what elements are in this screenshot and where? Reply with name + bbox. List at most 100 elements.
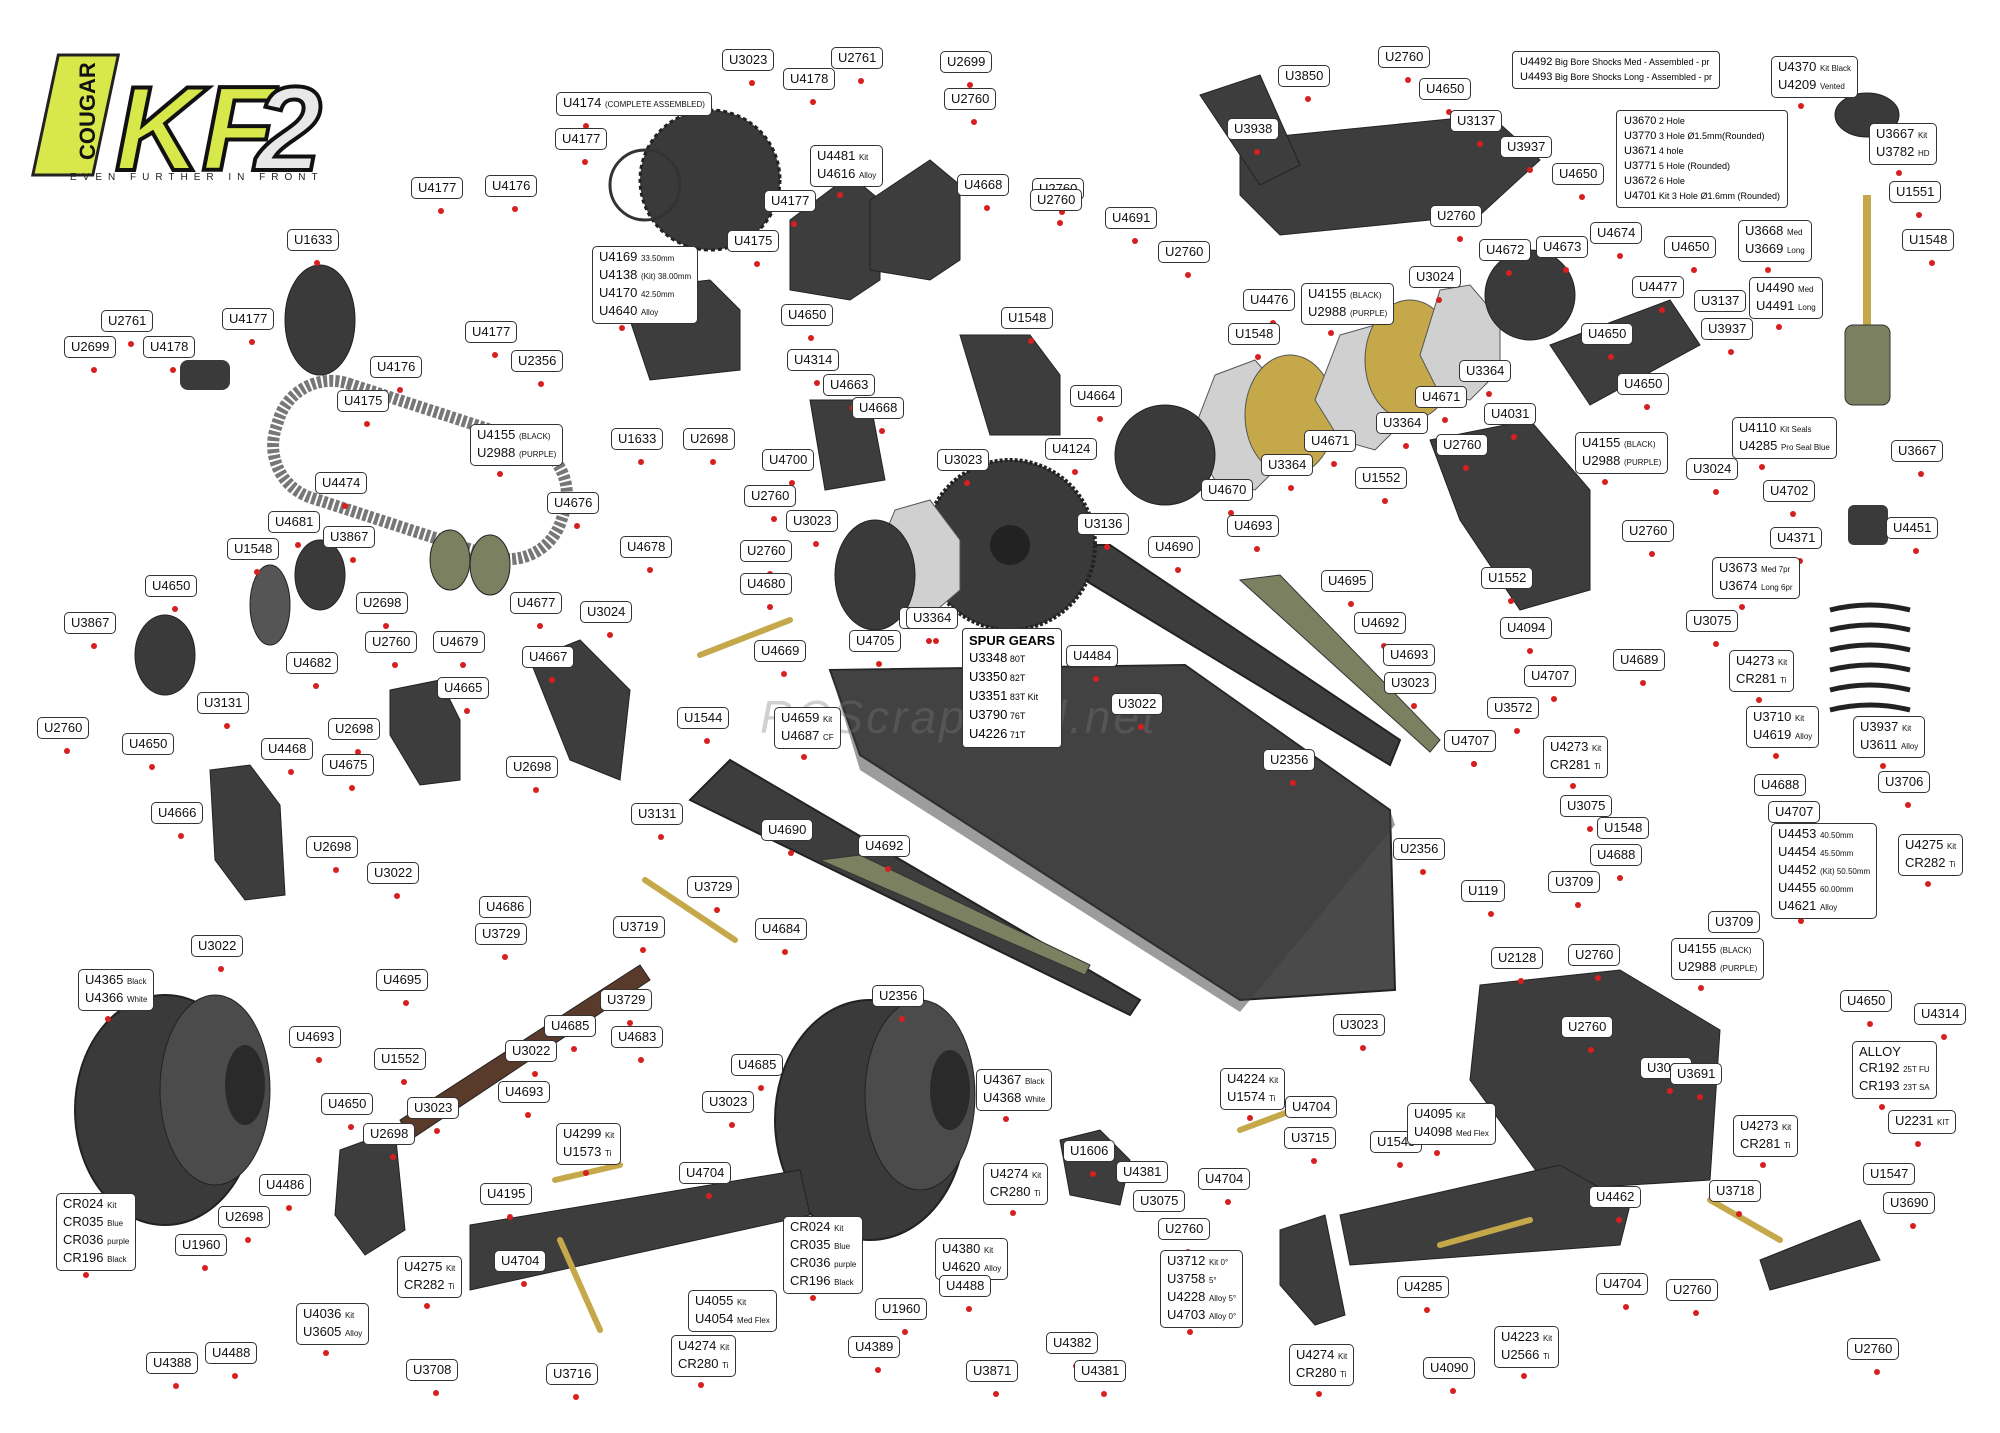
leader-dot [1691,267,1697,273]
leader-dot [525,1112,531,1118]
part-code: U2760 [1673,1282,1712,1297]
part-label-row: U4451 [1893,520,1931,536]
part-label-row: U3937 [1708,321,1746,337]
leader-dot [1450,1388,1456,1394]
part-note: Kit [1917,131,1928,140]
part-note: CF [822,733,834,742]
part-code: U4704 [1205,1171,1244,1186]
part-code: U3790 [969,707,1008,722]
part-label-row: U4273 Kit [1740,1118,1791,1136]
part-label-row: U3871 [973,1363,1011,1379]
part-label-row: U3611 Alloy [1860,737,1918,755]
part-label-row: U2988 (PURPLE) [1308,304,1387,322]
part-label-row: CR281 Ti [1740,1136,1791,1154]
part-label-row: U3712 Kit 0° [1167,1253,1236,1271]
info-row: U3790 76T [969,706,1055,725]
part-code: CR196 [63,1250,104,1265]
part-label-u3075: U3075 [1560,795,1613,817]
part-label-row: U4177 [229,311,267,327]
part-label-row: U1633 [294,232,332,248]
part-label-row: U3716 [553,1366,591,1382]
part-label-row: U3022 [1118,696,1156,712]
part-label-u3709: U3709 [1708,911,1761,933]
part-code: U3023 [414,1100,453,1115]
part-note: (Kit) 50.50mm [1819,867,1871,876]
part-note: Med [1786,228,1803,237]
part-code: CR036 [63,1232,104,1247]
part-note: Kit [445,1264,456,1273]
part-code: U4155 [1308,286,1347,301]
part-note: Alloy [1900,742,1919,751]
part-label-u4667: U4667 [522,646,575,668]
part-label-u2760: U2760 [1847,1338,1900,1360]
part-code: U4223 [1501,1329,1540,1344]
part-code: U4666 [158,805,197,820]
part-code: U3673 [1719,560,1758,575]
part-label-row: CR281 Ti [1736,671,1787,689]
part-code: U4366 [85,990,124,1005]
part-code: U3024 [1693,461,1732,476]
part-note: Alloy 5° [1208,1294,1237,1303]
part-note: Black [107,1255,127,1264]
part-label-u4682: U4682 [286,652,339,674]
part-code: U4273 [1736,653,1775,668]
part-code: U2760 [951,91,990,106]
leader-dot [1477,141,1483,147]
leader-dot [926,638,932,644]
leader-dot [532,1071,538,1077]
part-label-row: U1960 [182,1237,220,1253]
part-label-row: CR036 purple [63,1232,129,1250]
part-label-u4707: U4707 [1444,730,1497,752]
leader-dot [1247,1115,1253,1121]
part-code: U4663 [830,377,869,392]
part-label-row: U4228 Alloy 5° [1167,1289,1236,1307]
part-label-row: U4176 [492,178,530,194]
part-label-row: U1552 [1362,470,1400,486]
part-label-row: U4124 [1052,441,1090,457]
part-label-row: U2699 [71,339,109,355]
part-code: U4669 [761,643,800,658]
part-label-row: U3867 [71,615,109,631]
part-label-row: U3572 [1494,700,1532,716]
part-label-u4451: U4451 [1886,517,1939,539]
part-label-row: U2699 [947,54,985,70]
leader-dot [1187,1329,1193,1335]
part-label-u2760: U2760 [1666,1279,1719,1301]
part-label-row: U3023 [1340,1017,1378,1033]
part-label-u4155: U4155 (BLACK)U2988 (PURPLE) [1671,938,1765,980]
leader-dot [1790,511,1796,517]
part-label-u4668: U4668 [852,397,905,419]
leader-dot [1397,1162,1403,1168]
part-label-row: U4679 [440,634,478,650]
leader-dot [502,954,508,960]
part-label-row: U4490 Med [1756,280,1816,298]
part-label-u3867: U3867 [323,526,376,548]
part-code: U4388 [153,1355,192,1370]
part-label-row: U4693 [505,1084,543,1100]
part-label-row: U2698 [313,839,351,855]
part-code: U4285 [1739,438,1778,453]
leader-dot [1527,167,1533,173]
part-label-row: U4650 [152,578,190,594]
part-label-row: U2760 [1575,947,1613,963]
leader-dot [1910,1223,1916,1229]
leader-dot [350,557,356,563]
part-code: U3364 [1466,363,1505,378]
part-label-row: U4672 [1486,242,1524,258]
part-code: U1552 [1362,470,1401,485]
info-row: U3770 3 Hole Ø1.5mm(Rounded) [1624,129,1780,144]
part-label-u4176: U4176 [485,175,538,197]
part-label-row: U4685 [738,1057,776,1073]
leader-dot [1736,1211,1742,1217]
part-label-row: U4454 45.50mm [1778,844,1870,862]
part-label-row: CR035 Blue [63,1214,129,1232]
part-code: U4491 [1756,298,1795,313]
part-label-u4668: U4668 [957,174,1010,196]
leader-dot [771,516,777,522]
part-code: U1548 [234,541,273,556]
leader-dot [1254,546,1260,552]
part-label-row: U4452 (Kit) 50.50mm [1778,862,1870,880]
leader-dot [1442,417,1448,423]
